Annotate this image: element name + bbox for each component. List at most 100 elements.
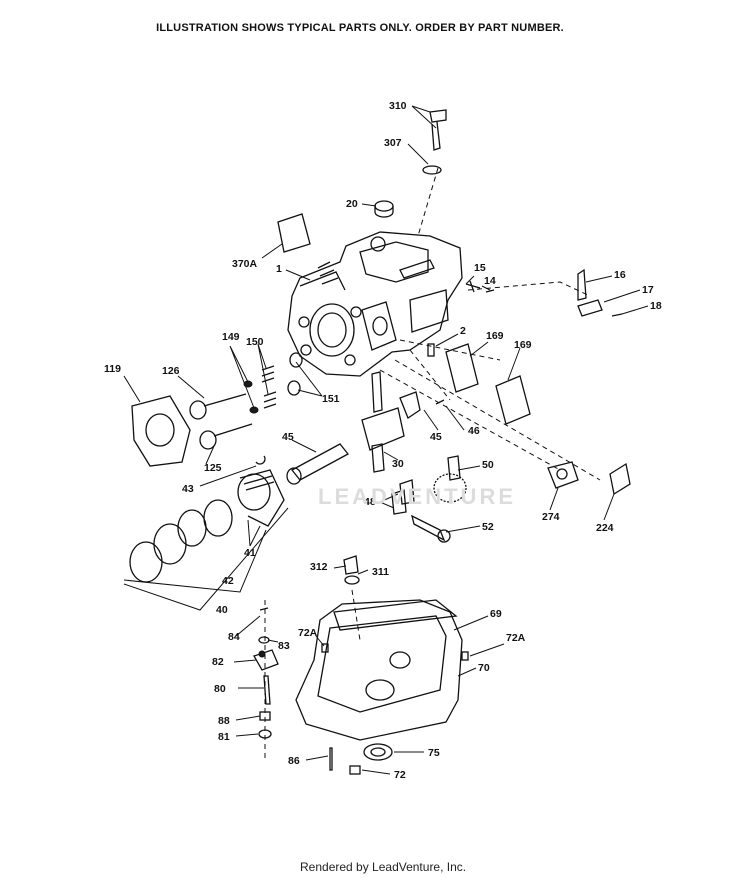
callout-20: 20: [346, 198, 358, 210]
diagram-header: ILLUSTRATION SHOWS TYPICAL PARTS ONLY. O…: [156, 22, 564, 34]
callout-151: 151: [322, 393, 340, 405]
callout-2: 2: [460, 325, 466, 337]
part-75-oil-seal[interactable]: [363, 743, 393, 761]
part-70-crankcase-cover[interactable]: [295, 599, 463, 741]
callout-312: 312: [310, 561, 328, 573]
callout-50: 50: [482, 459, 494, 471]
part-149-spring-caps[interactable]: [243, 380, 259, 414]
callout-72: 72: [394, 769, 406, 781]
callout-72a-left: 72A: [298, 627, 318, 639]
callout-150: 150: [246, 336, 264, 348]
callout-149: 149: [222, 331, 240, 343]
callout-169-lower: 169: [514, 339, 532, 351]
callout-125: 125: [204, 462, 222, 474]
part-43-retaining-ring[interactable]: [255, 455, 266, 465]
callout-48: 48: [364, 496, 376, 508]
callout-311: 311: [372, 566, 389, 578]
callout-41: 41: [244, 547, 256, 559]
part-370a-card[interactable]: [277, 213, 311, 253]
part-45-rod-cap[interactable]: [399, 391, 421, 419]
part-20-seal[interactable]: [374, 200, 394, 218]
callout-224: 224: [596, 522, 614, 534]
callout-15: 15: [474, 262, 486, 274]
callout-75: 75: [428, 747, 440, 759]
part-17-bracket[interactable]: [577, 299, 603, 317]
callout-45-cap: 45: [430, 431, 442, 443]
callout-126: 126: [162, 365, 180, 377]
part-14-pin[interactable]: [485, 289, 495, 293]
part-119-head-gasket[interactable]: [131, 395, 191, 467]
watermark-text: LEADVENTURE: [318, 484, 516, 509]
part-16-lever[interactable]: [577, 268, 587, 301]
part-69-gasket[interactable]: [333, 599, 458, 631]
callout-80: 80: [214, 683, 226, 695]
part-312-breather[interactable]: [343, 555, 359, 575]
leader-lines: [123, 105, 649, 775]
callout-84: 84: [228, 631, 240, 643]
callout-119: 119: [104, 363, 121, 375]
part-72-drain-plug[interactable]: [349, 765, 361, 775]
part-307-o-ring[interactable]: [422, 165, 442, 175]
part-125-intake-valve[interactable]: [199, 423, 253, 450]
part-83-washer[interactable]: [258, 636, 270, 644]
part-150-valve-springs[interactable]: [261, 365, 277, 409]
callout-42: 42: [222, 575, 234, 587]
part-169-gasket-b[interactable]: [495, 375, 531, 425]
part-310-dipstick[interactable]: [429, 109, 447, 151]
bracket-40: [123, 507, 289, 611]
callout-16: 16: [614, 269, 626, 281]
part-169-gasket-a[interactable]: [445, 343, 479, 393]
callout-81: 81: [218, 731, 230, 743]
callout-274: 274: [542, 511, 560, 523]
callout-52: 52: [482, 521, 494, 533]
leadventure-watermark: LEADVENTURE: [318, 484, 516, 509]
callout-40: 40: [216, 604, 228, 616]
callout-83: 83: [278, 640, 290, 652]
part-30-crankshaft[interactable]: [361, 371, 405, 473]
part-72a-dowel-left[interactable]: [321, 643, 329, 653]
callout-14: 14: [484, 275, 496, 287]
part-81-washer[interactable]: [258, 729, 272, 739]
callout-86: 86: [288, 755, 300, 767]
callout-370a: 370A: [232, 258, 258, 270]
part-84-clip[interactable]: [259, 607, 269, 611]
part-80-shaft[interactable]: [263, 675, 271, 705]
callout-310: 310: [389, 100, 407, 112]
part-274-plate[interactable]: [547, 461, 579, 489]
callout-88: 88: [218, 715, 230, 727]
part-86-screw[interactable]: [329, 747, 333, 771]
part-72a-dowel-right[interactable]: [461, 651, 469, 661]
part-151-valve-seats[interactable]: [287, 352, 303, 396]
callout-1: 1: [276, 263, 282, 275]
part-311-washer[interactable]: [344, 575, 360, 585]
rendered-by-footer: Rendered by LeadVenture, Inc.: [300, 860, 467, 874]
callout-70: 70: [478, 662, 490, 674]
part-15-clip[interactable]: [465, 280, 481, 293]
part-50-cam-gear[interactable]: [433, 455, 467, 503]
part-18-screw[interactable]: [611, 313, 623, 317]
callout-18: 18: [650, 300, 662, 312]
part-46-bolt[interactable]: [435, 399, 445, 405]
part-41-piston[interactable]: [237, 469, 285, 527]
part-1-cylinder-block[interactable]: [287, 231, 463, 377]
part-52-link[interactable]: [411, 514, 451, 543]
callout-169-upper: 169: [486, 330, 504, 342]
assembly-lines: [264, 167, 601, 760]
callout-72a-right: 72A: [506, 632, 526, 644]
callout-45-rod: 45: [282, 431, 294, 443]
part-2-dowel[interactable]: [427, 343, 435, 357]
part-45-connecting-rod[interactable]: [286, 443, 349, 485]
callout-30: 30: [392, 458, 404, 470]
part-42-piston-rings[interactable]: [129, 499, 233, 583]
callout-43: 43: [182, 483, 194, 495]
callout-46: 46: [468, 425, 480, 437]
callout-307: 307: [384, 137, 402, 149]
part-82-governor[interactable]: [253, 649, 279, 671]
callout-69: 69: [490, 608, 502, 620]
bracket-42: [123, 529, 267, 593]
callout-17: 17: [642, 284, 654, 296]
callout-labels: 310 307 20 370A 1 15 14 16 17 18 149 150…: [104, 100, 662, 781]
part-126-exhaust-valve[interactable]: [189, 393, 247, 420]
part-224-gasket[interactable]: [609, 462, 631, 496]
